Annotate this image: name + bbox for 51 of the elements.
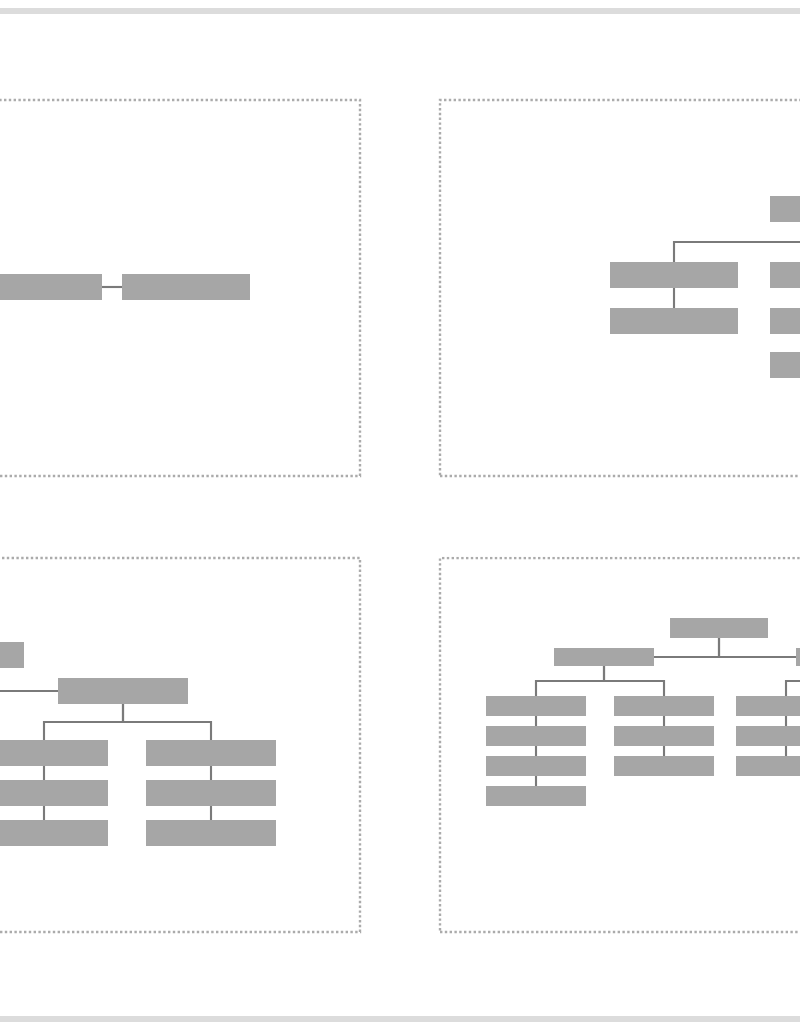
dotted-frame [438, 556, 800, 934]
connector-line [717, 638, 796, 659]
org-chart-box [614, 756, 714, 776]
connector-line [534, 776, 538, 786]
org-chart-box [554, 648, 654, 666]
connector-line [784, 679, 800, 696]
dotted-frame [438, 98, 800, 478]
connector-line [672, 240, 800, 262]
connector-line [662, 716, 666, 726]
dotted-frame [0, 98, 362, 478]
org-chart-box [486, 786, 586, 806]
org-chart-box [614, 696, 714, 716]
connector-line [662, 746, 666, 756]
connector-line [42, 766, 46, 780]
connector-line [784, 716, 788, 726]
connector-line [602, 666, 666, 696]
org-chart-box [486, 726, 586, 746]
connector-line [102, 285, 122, 289]
org-chart-box [736, 756, 800, 776]
org-chart-box [0, 820, 108, 846]
org-chart-box [146, 780, 276, 806]
org-chart-box [736, 726, 800, 746]
org-chart-box [486, 696, 586, 716]
org-chart-box [610, 262, 738, 288]
org-chart-box [0, 740, 108, 766]
connector-line [209, 766, 213, 780]
connector-line [672, 288, 676, 308]
org-chart-box [770, 308, 800, 334]
org-chart-box [146, 820, 276, 846]
connector-line [209, 806, 213, 820]
org-chart-box [610, 308, 738, 334]
org-chart-box [670, 618, 768, 638]
connector-line [0, 689, 58, 693]
org-chart-box [0, 780, 108, 806]
org-chart-box [58, 678, 188, 704]
org-chart-box [122, 274, 250, 300]
org-chart-box [146, 740, 276, 766]
connector-line [121, 704, 213, 740]
dotted-frame [0, 556, 362, 934]
connector-line [42, 806, 46, 820]
org-chart-box [614, 726, 714, 746]
org-chart-box [770, 196, 800, 222]
org-chart-box [486, 756, 586, 776]
org-chart-box [0, 642, 24, 668]
org-chart-box [770, 352, 800, 378]
org-chart-box [0, 274, 102, 300]
org-chart-box [736, 696, 800, 716]
connector-line [534, 746, 538, 756]
connector-line [534, 716, 538, 726]
connector-line [784, 746, 788, 756]
org-chart-box [770, 262, 800, 288]
